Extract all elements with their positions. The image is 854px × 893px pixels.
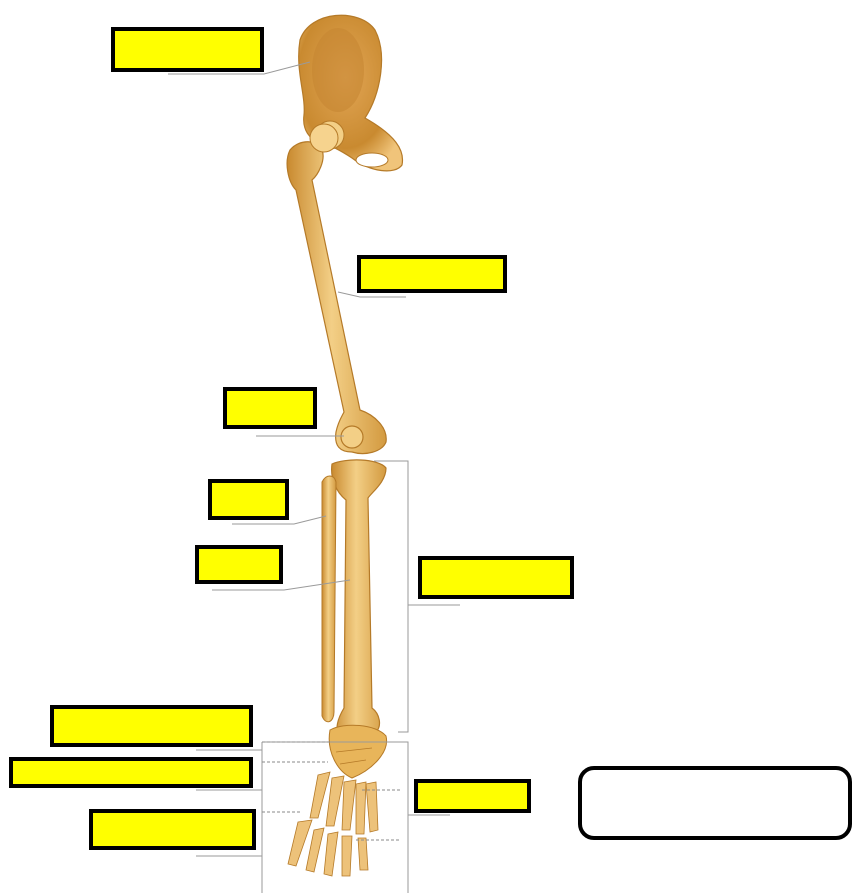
label-box-hip-bone[interactable] [111,27,264,72]
patella-bone [341,426,363,448]
label-box-tibia[interactable] [195,545,283,584]
answer-box[interactable] [578,766,852,840]
tarsal-bones [329,725,386,778]
fibula-bone [322,476,336,722]
label-box-fibula[interactable] [208,479,289,520]
label-box-metatarsals[interactable] [9,757,253,788]
metatarsal-bones [310,772,378,834]
label-box-tarsals[interactable] [50,705,253,747]
label-box-phalanges[interactable] [89,809,256,850]
label-box-femur[interactable] [357,255,507,293]
tibia-bone [332,460,386,736]
label-box-foot-region[interactable] [414,779,531,813]
label-box-leg-region[interactable] [418,556,574,599]
label-box-patella[interactable] [223,387,317,429]
